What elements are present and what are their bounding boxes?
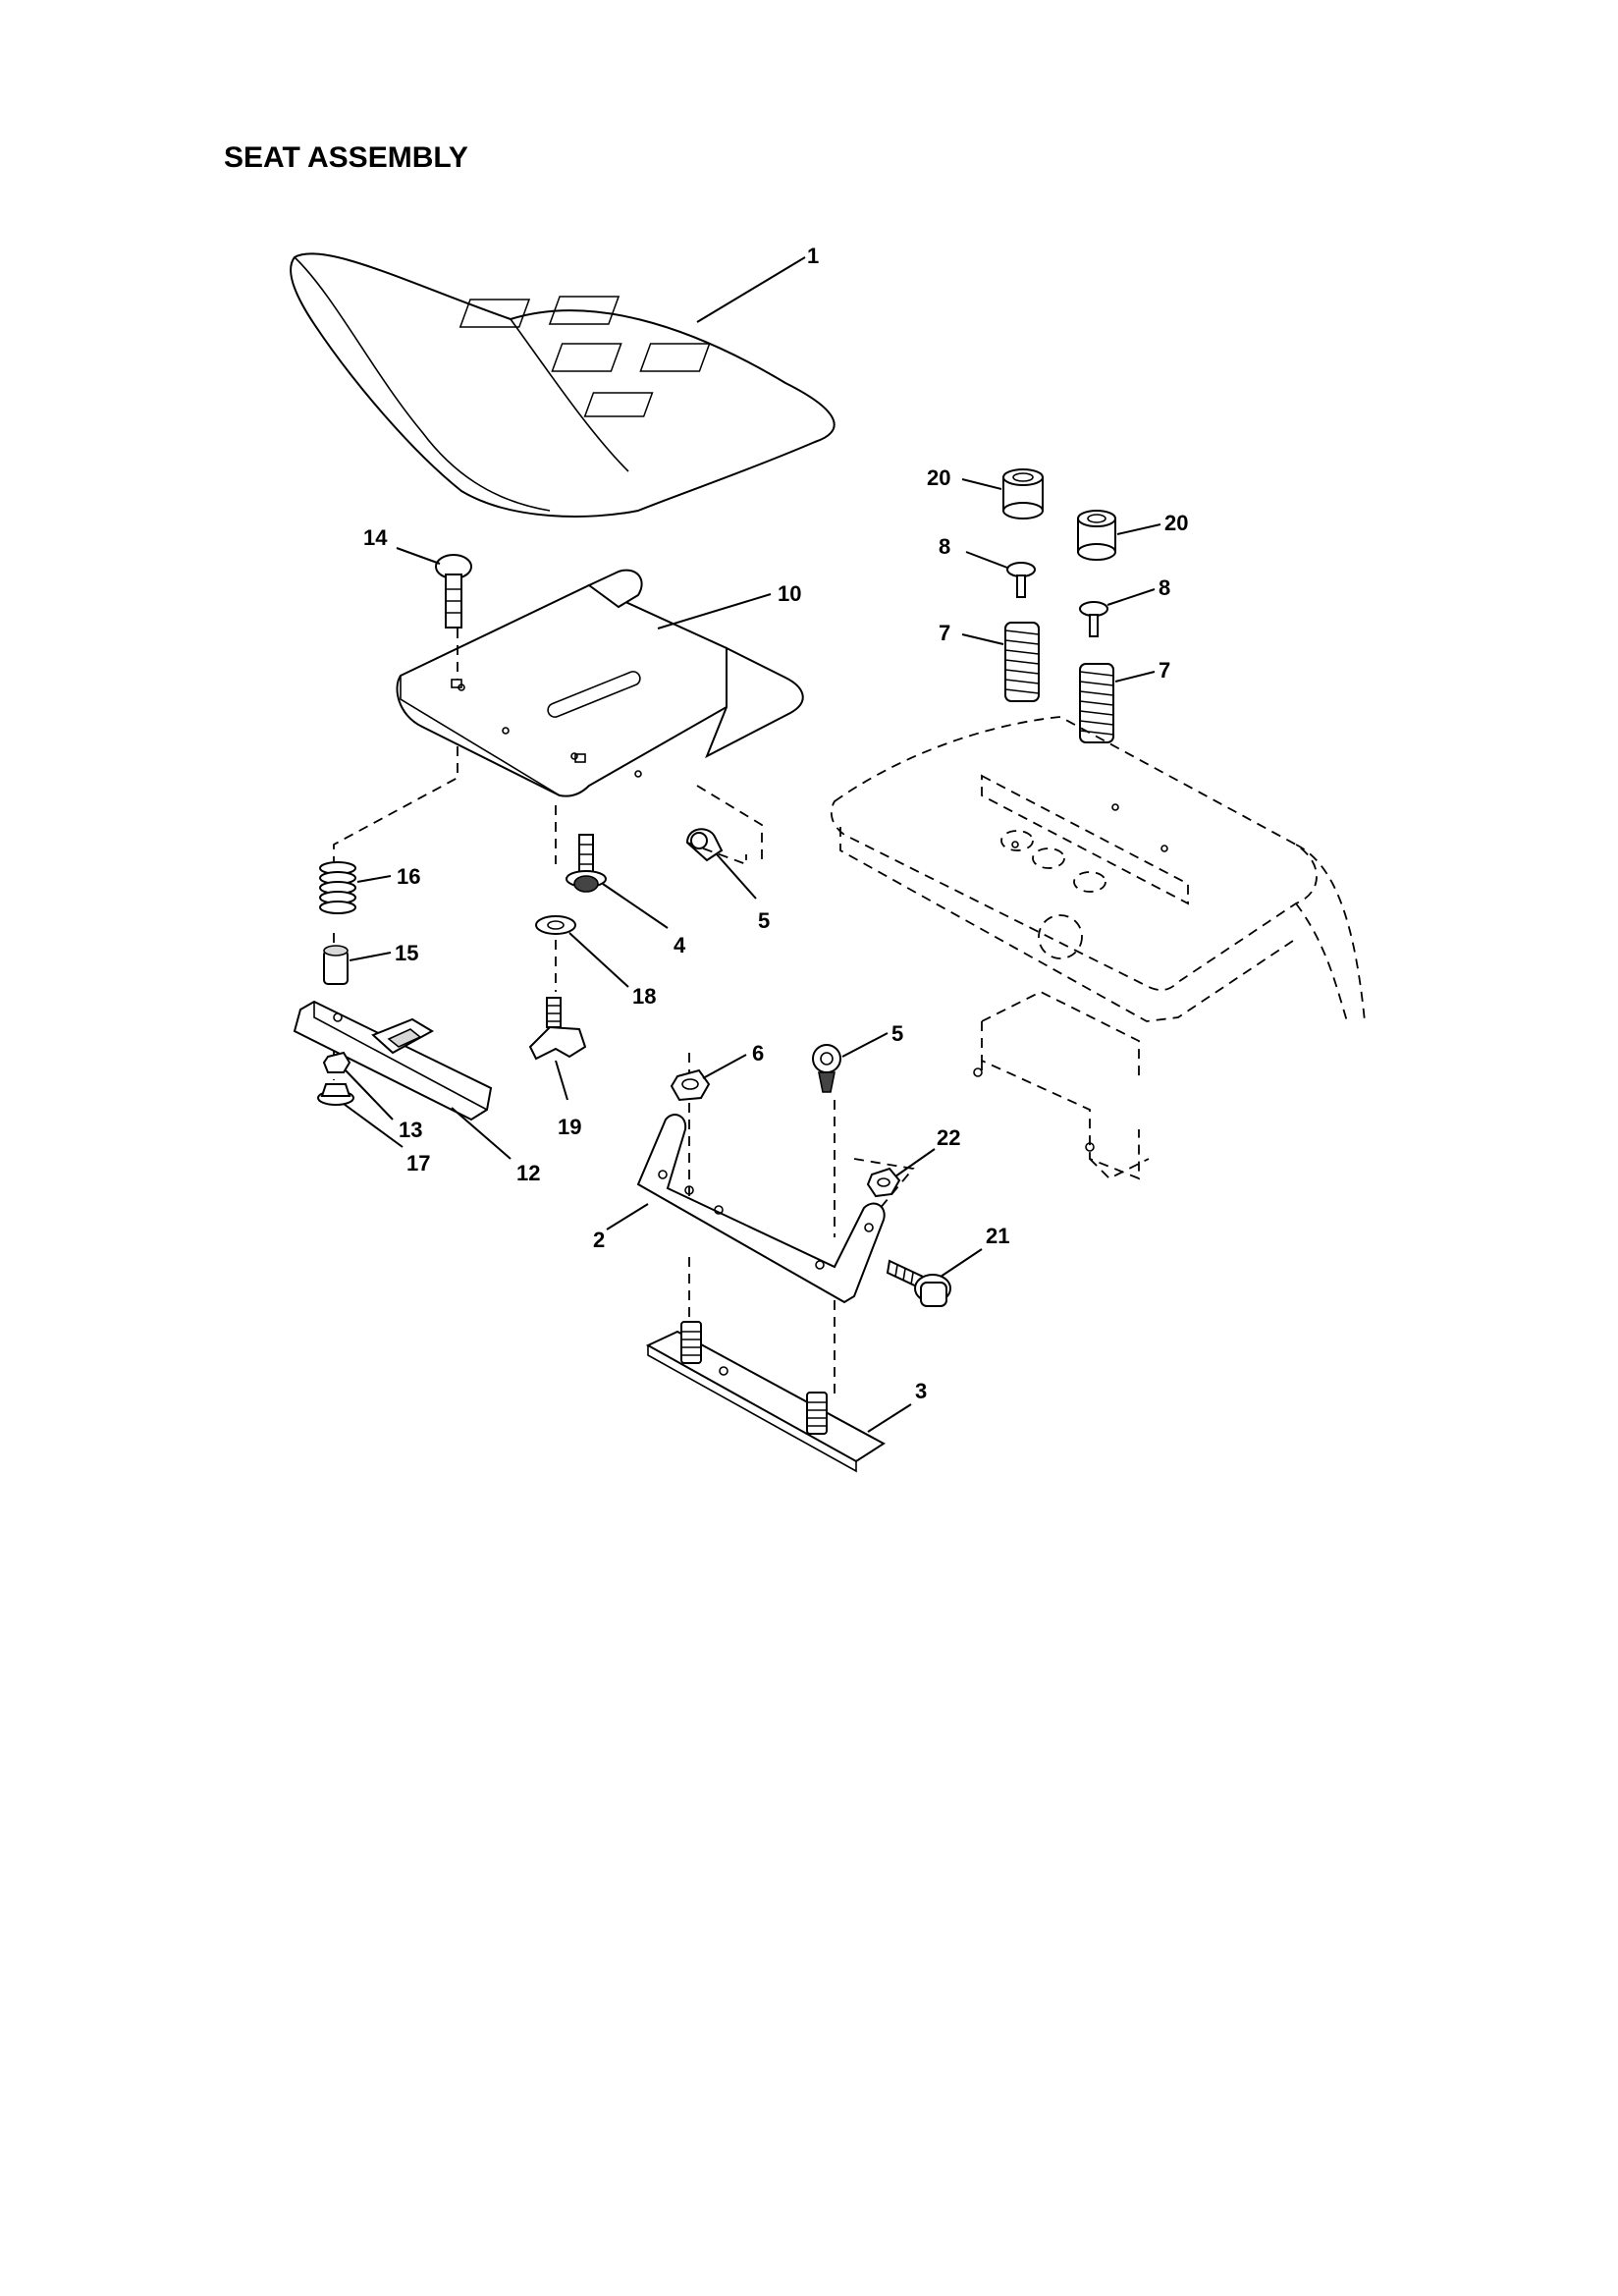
callout-19: 19 [558,1115,581,1139]
carriage-bolt-part: 14 [363,525,472,629]
hex-nut-13-part: 13 [322,1051,422,1142]
stud-plate-part: 3 [645,1321,927,1473]
callout-17: 17 [406,1151,430,1175]
spacer-part-left: 20 [927,465,1044,519]
clip-part-lower: 5 [812,1021,903,1093]
callout-15: 15 [395,941,418,965]
callout-13: 13 [399,1118,422,1142]
spacer-part-right: 20 [1077,510,1188,561]
callout-21: 21 [986,1224,1009,1248]
callout-7-right: 7 [1159,658,1170,683]
callout-6: 6 [752,1041,764,1066]
callout-4: 4 [674,933,686,957]
seat-spring-part-left: 7 [939,621,1040,702]
callout-3: 3 [915,1379,927,1403]
washer-part: 18 [535,915,656,1009]
hex-nut-6-part: 6 [670,1041,764,1102]
callout-8-left: 8 [939,534,950,559]
pivot-bolt-part: 21 [886,1224,1009,1307]
callout-10: 10 [778,581,801,606]
compression-spring-part: 16 [319,861,420,914]
assembly-dashed-lines [333,629,915,1394]
adjustment-knob-part: 19 [528,997,587,1139]
callout-7-left: 7 [939,621,950,645]
seat-pan-part: 10 [396,569,804,797]
seat-bracket-part: 2 [593,1114,886,1304]
fender-frame-reference [830,716,1366,1180]
hex-nut-22-part: 22 [866,1125,960,1198]
seat-spring-part-right: 7 [1079,658,1170,743]
callout-14: 14 [363,525,388,550]
bushing-part: 15 [323,941,418,985]
callout-18: 18 [632,984,656,1009]
callout-5-upper: 5 [758,908,770,933]
clip-part-upper: 5 [685,828,770,933]
callout-16: 16 [397,864,420,889]
callout-2: 2 [593,1228,605,1252]
flange-nut-part: 17 [317,1083,430,1175]
seat-part: 1 [290,244,836,518]
shoulder-screw-part-left: 8 [939,534,1036,598]
page-title: SEAT ASSEMBLY [224,141,468,174]
adjustment-plate-part: 12 [293,1000,540,1185]
callout-12: 12 [516,1161,540,1185]
callout-8-right: 8 [1159,575,1170,600]
shoulder-screw-part-right: 8 [1079,575,1170,637]
callout-22: 22 [937,1125,960,1150]
callout-20-right: 20 [1164,511,1188,535]
callout-1: 1 [807,244,819,268]
callout-5-lower: 5 [891,1021,903,1046]
shoulder-bolt-part: 4 [566,834,686,957]
callout-20-left: 20 [927,465,950,490]
